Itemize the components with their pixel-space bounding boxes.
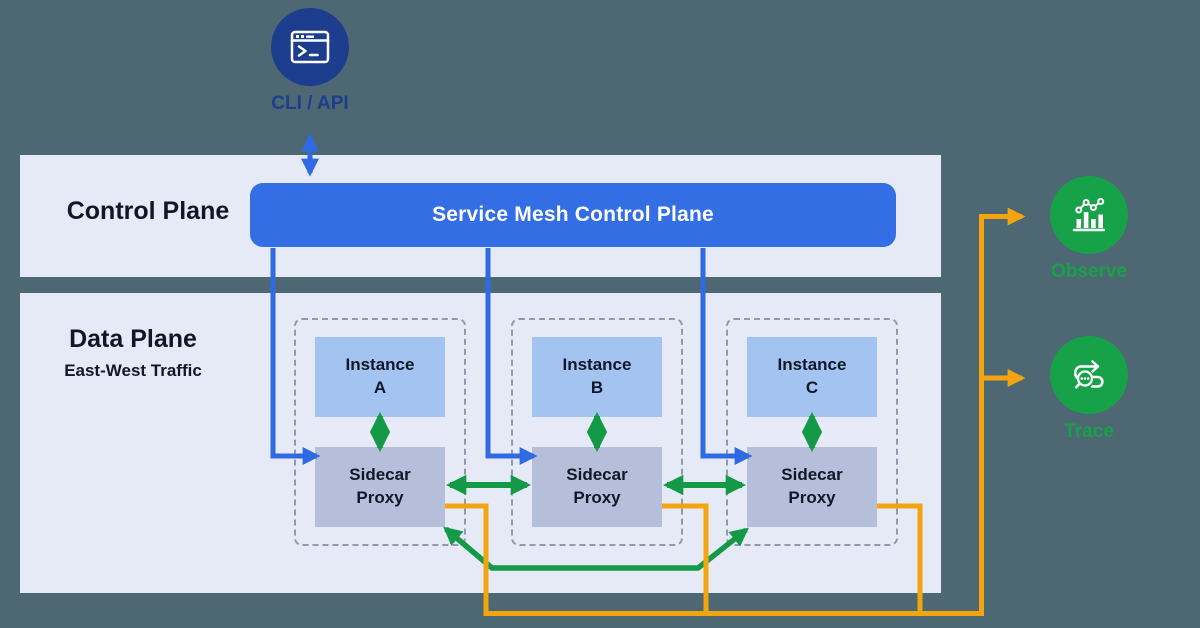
terminal-icon bbox=[290, 30, 330, 64]
data-plane-label: Data Plane bbox=[69, 325, 197, 353]
instance-b-label-line1: Instance bbox=[562, 355, 632, 375]
pod-group-c bbox=[726, 318, 898, 546]
sidecar-proxy-a-label-line2: Proxy bbox=[356, 488, 404, 507]
sidecar-proxy-c-box: Sidecar Proxy bbox=[747, 447, 877, 527]
instance-b-label-line2: B bbox=[590, 378, 604, 397]
arrow-control-to-sidecar-b bbox=[485, 248, 538, 465]
instance-a-label-line2: A bbox=[373, 378, 387, 397]
observe-icon bbox=[1050, 176, 1128, 254]
pod-group-a bbox=[294, 318, 466, 546]
service-mesh-control-plane-label: Service Mesh Control Plane bbox=[432, 203, 714, 226]
telemetry-line-sidecar-c bbox=[877, 503, 923, 611]
cli-api-label: CLI / API bbox=[271, 93, 349, 114]
sidecar-proxy-b-label-line2: Proxy bbox=[573, 488, 621, 507]
observe-label: Observe bbox=[1050, 261, 1128, 282]
sidecar-proxy-c-label-line2: Proxy bbox=[788, 488, 836, 507]
sidecar-proxy-b-box: Sidecar Proxy bbox=[532, 447, 662, 527]
arrow-control-to-sidecar-c bbox=[700, 248, 753, 465]
control-plane-label: Control Plane bbox=[66, 197, 230, 225]
sidecar-proxy-b-label-line1: Sidecar bbox=[566, 465, 628, 485]
metrics-chart-icon bbox=[1072, 198, 1106, 232]
telemetry-line-to-observe bbox=[483, 207, 1026, 616]
instance-a-label-line1: Instance bbox=[345, 355, 415, 375]
cli-api-icon bbox=[271, 8, 349, 86]
trace-icon bbox=[1050, 336, 1128, 414]
arrow-control-to-sidecar-a bbox=[270, 248, 321, 465]
service-mesh-control-plane-box: Service Mesh Control Plane bbox=[250, 183, 896, 247]
trace-label: Trace bbox=[1064, 421, 1114, 442]
sidecar-proxy-c-label-line1: Sidecar bbox=[781, 465, 843, 485]
arrow-sidecar-a-sidecar-c-bypass bbox=[443, 526, 749, 571]
trace-path-icon bbox=[1074, 360, 1104, 389]
instance-c-box: Instance C bbox=[747, 337, 877, 417]
sidecar-proxy-a-box: Sidecar Proxy bbox=[315, 447, 445, 527]
instance-b-box: Instance B bbox=[532, 337, 662, 417]
instance-c-label-line1: Instance bbox=[777, 355, 847, 375]
instance-a-box: Instance A bbox=[315, 337, 445, 417]
telemetry-line-sidecar-b bbox=[662, 503, 709, 611]
data-plane-sublabel: East-West Traffic bbox=[64, 361, 202, 380]
sidecar-proxy-a-label-line1: Sidecar bbox=[349, 465, 411, 485]
instance-c-label-line2: C bbox=[805, 378, 819, 397]
telemetry-line-sidecar-a bbox=[445, 503, 489, 611]
